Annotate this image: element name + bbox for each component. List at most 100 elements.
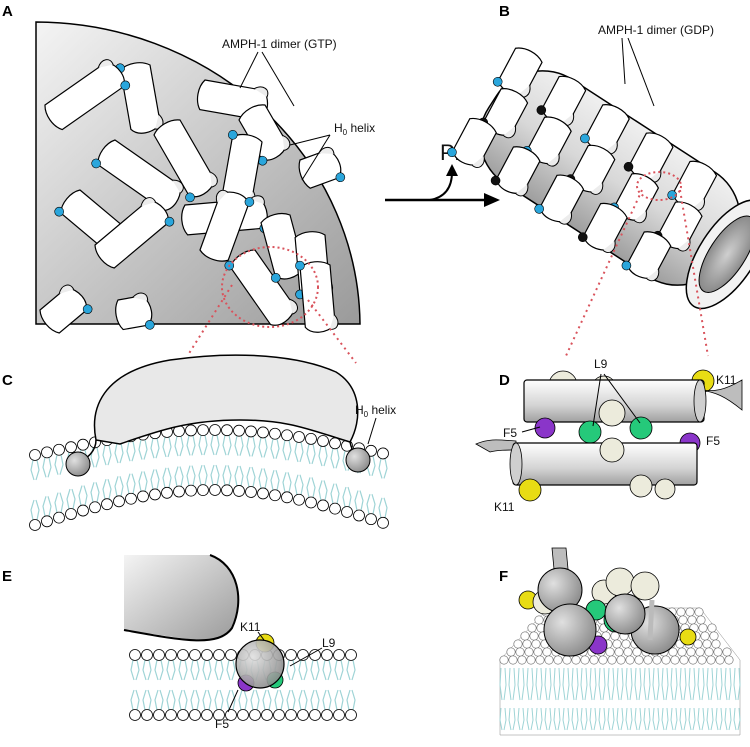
- lipid-tail: [219, 659, 224, 681]
- lipid-tail: [670, 707, 678, 731]
- lipid-tail: [131, 441, 136, 462]
- lipid-head: [526, 655, 536, 665]
- lipid-tail: [219, 689, 224, 711]
- lipid-head: [29, 519, 41, 531]
- lipid-tail: [78, 485, 83, 506]
- l9-label-e: L9: [322, 636, 336, 650]
- curved-bilayer: [29, 424, 389, 531]
- lipid: [173, 425, 185, 457]
- dimer-curl: [215, 189, 228, 204]
- lipid: [329, 437, 341, 469]
- zoom-circle-b: [636, 171, 682, 201]
- lipid-tail: [589, 667, 597, 701]
- lipid: [305, 477, 317, 509]
- lipid-tail: [142, 689, 147, 711]
- lipid-head: [333, 649, 345, 661]
- lipid-tail: [652, 707, 660, 731]
- lipid-head: [607, 655, 617, 665]
- dimer-curl: [140, 197, 156, 207]
- dimer-curl: [590, 182, 604, 195]
- lipid-head: [365, 513, 377, 526]
- lipid-tail: [227, 465, 232, 486]
- lipid: [321, 689, 333, 721]
- lipid-tail: [54, 454, 59, 475]
- lipid-head: [696, 615, 706, 625]
- lipid-tail: [215, 464, 220, 486]
- panel-d: D L9 K11 F5 F5 K11: [475, 357, 743, 514]
- tube-lumen: [698, 215, 750, 293]
- lipid-head: [527, 623, 537, 633]
- gdp-dimer-group: [447, 47, 718, 282]
- lipid: [213, 689, 225, 721]
- lipid-head: [129, 649, 141, 661]
- lipid-head: [520, 631, 530, 641]
- lipid-tail: [661, 707, 669, 731]
- lipid-tail: [553, 667, 561, 701]
- residue-bead: [629, 474, 653, 498]
- lipid: [329, 483, 341, 515]
- lipid-tail: [222, 465, 227, 486]
- l9-pointer: [592, 373, 602, 427]
- rod-tail-right: [699, 379, 743, 411]
- lipid-head: [506, 647, 516, 657]
- lipid: [297, 649, 309, 681]
- helix-dot: [667, 190, 677, 200]
- lipid-tail: [246, 466, 251, 488]
- lipid-head: [702, 639, 712, 649]
- lipid-tail: [159, 689, 164, 711]
- lipid-head: [580, 655, 590, 665]
- lipid: [137, 471, 149, 503]
- lipid-tail: [643, 707, 651, 731]
- lipid-head: [297, 649, 309, 661]
- lipid: [41, 446, 53, 478]
- lipid-head: [679, 655, 689, 665]
- lipid: [333, 649, 345, 681]
- lipid-tail: [299, 441, 304, 463]
- lipid-head: [309, 649, 321, 661]
- lipid-head: [293, 493, 305, 506]
- lipid-tail: [315, 659, 320, 681]
- lipid-tail: [535, 667, 543, 701]
- lipid-head: [706, 655, 716, 665]
- lipid-head: [285, 709, 297, 721]
- dimer-curl: [559, 212, 572, 225]
- lipid-head: [670, 655, 680, 665]
- lipid: [257, 426, 269, 458]
- lipid-tail: [214, 689, 219, 711]
- lipid: [221, 424, 233, 456]
- lipid-tail: [35, 459, 40, 481]
- lipid-tail: [270, 438, 275, 459]
- lipid-tail: [202, 689, 207, 711]
- lipid-tail: [227, 435, 232, 456]
- lipid-tail: [330, 483, 335, 504]
- lipid-head: [713, 647, 723, 657]
- lipid: [125, 473, 137, 505]
- lipid: [113, 476, 125, 508]
- lipid-tail: [661, 667, 669, 701]
- lipid-head: [185, 424, 197, 437]
- lipid-head: [353, 509, 365, 522]
- lipid-tail: [346, 659, 351, 681]
- h0-helix-cross-section: [235, 639, 285, 689]
- lipid-tail: [625, 707, 633, 731]
- lipid-tail: [155, 438, 160, 459]
- lipid: [29, 449, 41, 481]
- lipid-tail: [202, 659, 207, 681]
- lipid-head: [249, 709, 261, 721]
- lipid-tail: [30, 499, 35, 521]
- lipid-head: [189, 649, 201, 661]
- lipid-tail: [138, 439, 143, 460]
- lipid-head: [269, 427, 281, 440]
- panel-f: F: [499, 547, 741, 736]
- lipid-head: [177, 709, 189, 721]
- lipid-tail: [499, 707, 507, 731]
- lipid-tail: [255, 689, 260, 711]
- lipid-tail: [214, 659, 219, 681]
- helix-label: H0 helix: [334, 121, 375, 137]
- lipid-tail: [203, 434, 208, 456]
- lipid: [285, 689, 297, 721]
- lipid: [245, 425, 257, 457]
- lipid-head: [213, 709, 225, 721]
- lipid-head: [213, 649, 225, 661]
- lipid-tail: [291, 689, 296, 711]
